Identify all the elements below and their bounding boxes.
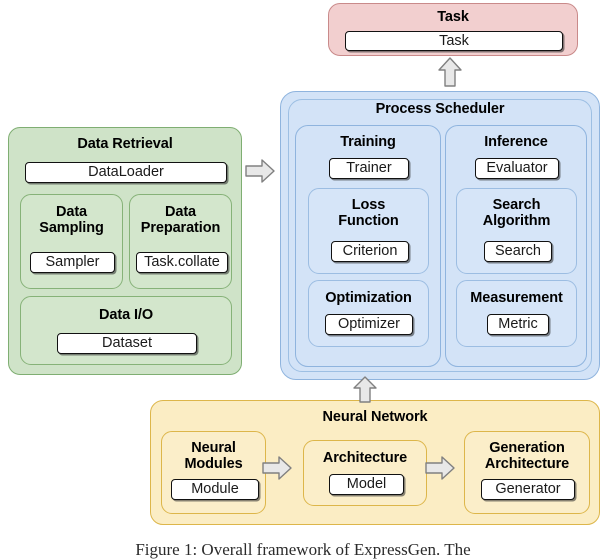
neural-network-block: Neural Network Neural Modules Module Arc…	[150, 400, 600, 525]
sampler-chip: Sampler	[30, 252, 115, 273]
search-algorithm-title: Search Algorithm	[457, 197, 576, 229]
training-title: Training	[340, 134, 396, 150]
loss-function-block: Loss Function Criterion	[308, 188, 429, 274]
data-sampling-block: Data Sampling Sampler	[20, 194, 123, 289]
process-scheduler-title: Process Scheduler	[375, 101, 505, 117]
arrow-right-icon	[245, 158, 276, 184]
generation-architecture-block: Generation Architecture Generator	[464, 431, 590, 514]
figure-caption: Figure 1: Overall framework of ExpressGe…	[135, 540, 471, 559]
search-algorithm-block: Search Algorithm Search	[456, 188, 577, 274]
generation-architecture-title-line-2: Architecture	[484, 456, 570, 473]
loss-function-title-line-1: Loss	[351, 197, 386, 213]
data-sampling-title: Data Sampling	[21, 204, 122, 236]
data-preparation-title: Data Preparation	[130, 204, 231, 236]
generation-architecture-title: Generation Architecture	[465, 440, 589, 472]
dataset-chip: Dataset	[57, 333, 197, 354]
task-block: Task Task	[328, 3, 578, 56]
optimization-block: Optimization Optimizer	[308, 280, 429, 347]
optimization-title: Optimization	[325, 290, 412, 306]
task-collate-chip: Task.collate	[136, 252, 228, 273]
loss-function-title: Loss Function	[309, 197, 428, 229]
criterion-chip: Criterion	[331, 241, 409, 262]
measurement-title: Measurement	[470, 290, 563, 306]
neural-modules-title-line-1: Neural	[191, 440, 236, 456]
loss-function-title-line-2: Function	[338, 213, 399, 230]
task-chip: Task	[345, 31, 563, 51]
measurement-block: Measurement Metric	[456, 280, 577, 347]
inference-title: Inference	[484, 134, 548, 150]
module-chip: Module	[171, 479, 259, 500]
evaluator-chip: Evaluator	[475, 158, 559, 179]
neural-modules-block: Neural Modules Module	[161, 431, 266, 514]
metric-chip: Metric	[487, 314, 549, 335]
data-preparation-title-line-1: Data	[164, 204, 197, 220]
arrow-right-icon	[262, 455, 293, 481]
generator-chip: Generator	[481, 479, 575, 500]
data-sampling-title-line-1: Data	[55, 204, 88, 220]
dataloader-chip: DataLoader	[25, 162, 227, 183]
data-io-block: Data I/O Dataset	[20, 296, 232, 365]
optimizer-chip: Optimizer	[325, 314, 413, 335]
neural-modules-title-line-2: Modules	[184, 456, 243, 473]
model-chip: Model	[329, 474, 404, 495]
architecture-title: Architecture	[322, 450, 408, 466]
architecture-block: Architecture Model	[303, 440, 427, 506]
process-scheduler-block: Process Scheduler Training Trainer Loss …	[280, 91, 600, 380]
data-sampling-title-line-2: Sampling	[39, 220, 104, 237]
arrow-right-icon	[425, 455, 456, 481]
inference-block: Inference Evaluator Search Algorithm Sea…	[445, 125, 587, 367]
trainer-chip: Trainer	[329, 158, 409, 179]
generation-architecture-title-line-1: Generation	[489, 440, 565, 456]
data-preparation-title-line-2: Preparation	[140, 220, 221, 237]
neural-modules-title: Neural Modules	[162, 440, 265, 472]
search-algorithm-title-line-1: Search	[492, 197, 541, 213]
training-block: Training Trainer Loss Function Criterion…	[295, 125, 441, 367]
data-retrieval-title: Data Retrieval	[77, 136, 173, 152]
data-preparation-block: Data Preparation Task.collate	[129, 194, 232, 289]
data-retrieval-block: Data Retrieval DataLoader Data Sampling …	[8, 127, 242, 375]
search-chip: Search	[484, 241, 552, 262]
arrow-up-icon	[437, 57, 463, 88]
neural-network-title: Neural Network	[322, 409, 428, 425]
arrow-up-icon	[352, 376, 378, 404]
search-algorithm-title-line-2: Algorithm	[482, 213, 551, 230]
task-block-title: Task	[437, 9, 469, 25]
data-io-title: Data I/O	[99, 307, 153, 323]
